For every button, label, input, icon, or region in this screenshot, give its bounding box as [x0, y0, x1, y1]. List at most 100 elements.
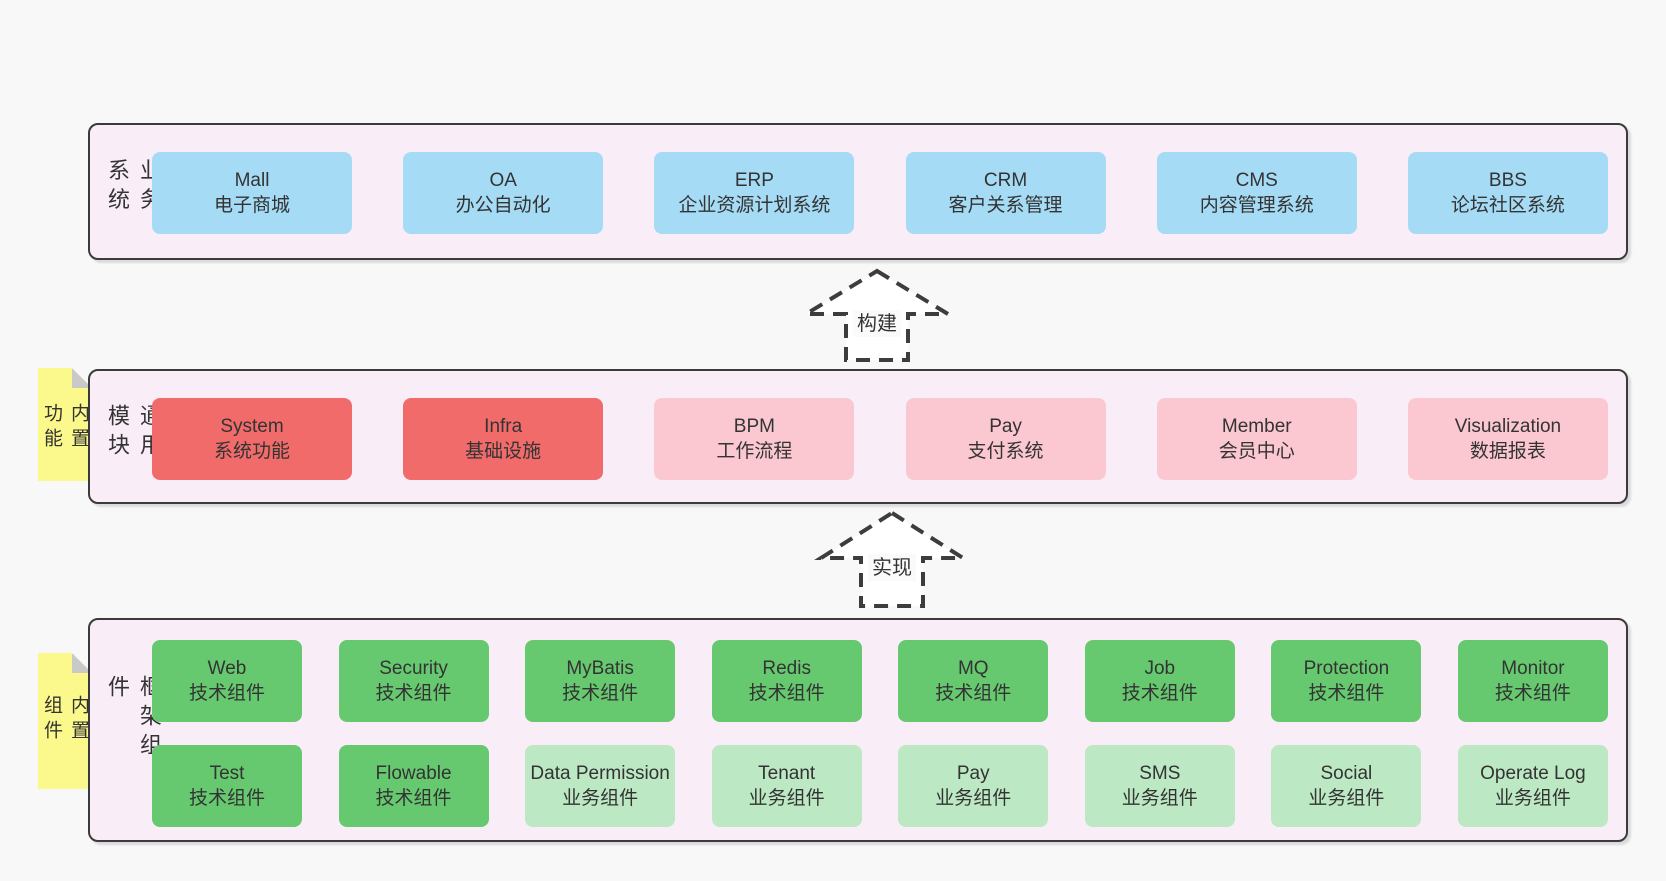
box-title: ERP	[734, 170, 774, 191]
box-subtitle: 业务组件	[748, 788, 825, 809]
common-modules-row: System 系统功能 Infra 基础设施 BPM 工作流程 Pay 支付系统…	[152, 398, 1608, 480]
box-subtitle: 论坛社区系统	[1450, 195, 1565, 216]
box-title: BPM	[733, 416, 775, 437]
box-subtitle: 电子商城	[213, 195, 290, 216]
box-subtitle: 技术组件	[1494, 683, 1571, 704]
box-subtitle: 技术组件	[375, 683, 452, 704]
box-title: Tenant	[758, 763, 816, 784]
box-title: Job	[1144, 658, 1176, 679]
box-web: Web 技术组件	[152, 640, 302, 722]
box-mybatis: MyBatis 技术组件	[525, 640, 676, 722]
box-job: Job 技术组件	[1084, 640, 1235, 722]
sticky-note-built-in-features: 内置功能	[38, 368, 92, 481]
box-oa: OA 办公自动化	[403, 152, 604, 234]
box-title: SMS	[1139, 763, 1181, 784]
box-title: Mall	[234, 170, 270, 191]
box-security: Security 技术组件	[338, 640, 489, 722]
box-test: Test 技术组件	[152, 745, 302, 827]
box-pay-component: Pay 业务组件	[898, 745, 1049, 827]
box-title: Redis	[762, 658, 811, 679]
box-subtitle: 技术组件	[562, 683, 639, 704]
box-title: CRM	[983, 170, 1028, 191]
box-subtitle: 技术组件	[935, 683, 1012, 704]
box-subtitle: 内容管理系统	[1199, 195, 1314, 216]
box-member: Member 会员中心	[1156, 398, 1357, 480]
box-subtitle: 技术组件	[188, 788, 265, 809]
box-subtitle: 技术组件	[375, 788, 452, 809]
box-title: Data Permission	[530, 763, 670, 784]
box-flowable: Flowable 技术组件	[338, 745, 489, 827]
framework-components-row-2: Test 技术组件 Flowable 技术组件 Data Permission …	[152, 745, 1608, 827]
box-title: Infra	[484, 416, 523, 437]
build-arrow-label: 构建	[857, 312, 897, 335]
box-cms: CMS 内容管理系统	[1156, 152, 1357, 234]
box-subtitle: 技术组件	[188, 683, 265, 704]
box-title: Monitor	[1501, 658, 1565, 679]
box-subtitle: 会员中心	[1218, 441, 1295, 462]
box-subtitle: 技术组件	[748, 683, 825, 704]
box-data-permission: Data Permission 业务组件	[525, 745, 676, 827]
box-title: OA	[489, 170, 517, 191]
box-subtitle: 业务组件	[562, 788, 639, 809]
box-title: System	[220, 416, 284, 437]
box-subtitle: 业务组件	[935, 788, 1012, 809]
box-title: Flowable	[375, 763, 452, 784]
box-subtitle: 办公自动化	[455, 195, 551, 216]
box-subtitle: 企业资源计划系统	[678, 195, 831, 216]
box-pay-module: Pay 支付系统	[905, 398, 1106, 480]
business-systems-panel: 业务系统 Mall 电子商城 OA 办公自动化 ERP 企业资源计划系统 CRM…	[88, 123, 1628, 260]
box-social: Social 业务组件	[1271, 745, 1422, 827]
box-subtitle: 业务组件	[1308, 788, 1385, 809]
box-mall: Mall 电子商城	[152, 152, 352, 234]
box-mq: MQ 技术组件	[898, 640, 1049, 722]
box-subtitle: 技术组件	[1308, 683, 1385, 704]
framework-components-row-1: Web 技术组件 Security 技术组件 MyBatis 技术组件 Redi…	[152, 640, 1608, 722]
sticky-note-label: 内置功能	[41, 403, 89, 454]
box-bpm: BPM 工作流程	[654, 398, 855, 480]
box-title: Security	[379, 658, 448, 679]
box-subtitle: 客户关系管理	[948, 195, 1063, 216]
box-sms: SMS 业务组件	[1084, 745, 1235, 827]
box-title: Protection	[1303, 658, 1390, 679]
box-subtitle: 业务组件	[1121, 788, 1198, 809]
box-subtitle: 系统功能	[213, 441, 290, 462]
box-protection: Protection 技术组件	[1271, 640, 1422, 722]
box-infra: Infra 基础设施	[403, 398, 604, 480]
box-crm: CRM 客户关系管理	[905, 152, 1106, 234]
box-subtitle: 基础设施	[465, 441, 542, 462]
box-title: Member	[1221, 416, 1292, 437]
box-title: Pay	[989, 416, 1022, 437]
build-arrow: 构建	[798, 268, 956, 362]
box-title: Pay	[956, 763, 990, 784]
box-subtitle: 工作流程	[716, 441, 793, 462]
box-title: Web	[207, 658, 247, 679]
box-title: Operate Log	[1480, 763, 1586, 784]
box-title: Social	[1320, 763, 1373, 784]
sticky-note-built-in-components: 内置组件	[38, 653, 92, 789]
box-title: MyBatis	[566, 658, 634, 679]
box-title: MQ	[957, 658, 989, 679]
box-system: System 系统功能	[152, 398, 352, 480]
sticky-note-label: 内置组件	[41, 695, 89, 746]
box-redis: Redis 技术组件	[711, 640, 862, 722]
box-monitor: Monitor 技术组件	[1457, 640, 1608, 722]
box-subtitle: 支付系统	[967, 441, 1044, 462]
business-systems-row: Mall 电子商城 OA 办公自动化 ERP 企业资源计划系统 CRM 客户关系…	[152, 152, 1608, 234]
box-title: BBS	[1488, 170, 1527, 191]
box-subtitle: 数据报表	[1469, 441, 1546, 462]
box-bbs: BBS 论坛社区系统	[1407, 152, 1608, 234]
arrow-label-background	[868, 554, 916, 581]
box-title: Test	[209, 763, 245, 784]
box-tenant: Tenant 业务组件	[711, 745, 862, 827]
box-operate-log: Operate Log 业务组件	[1457, 745, 1608, 827]
implement-arrow: 实现	[814, 510, 970, 608]
box-subtitle: 技术组件	[1121, 683, 1198, 704]
box-visualization: Visualization 数据报表	[1407, 398, 1608, 480]
common-modules-panel: 通用模块 System 系统功能 Infra 基础设施 BPM 工作流程 Pay…	[88, 369, 1628, 504]
box-erp: ERP 企业资源计划系统	[654, 152, 855, 234]
box-subtitle: 业务组件	[1494, 788, 1571, 809]
implement-arrow-label: 实现	[872, 556, 912, 579]
box-title: CMS	[1235, 170, 1278, 191]
arrow-label-background	[853, 310, 901, 337]
